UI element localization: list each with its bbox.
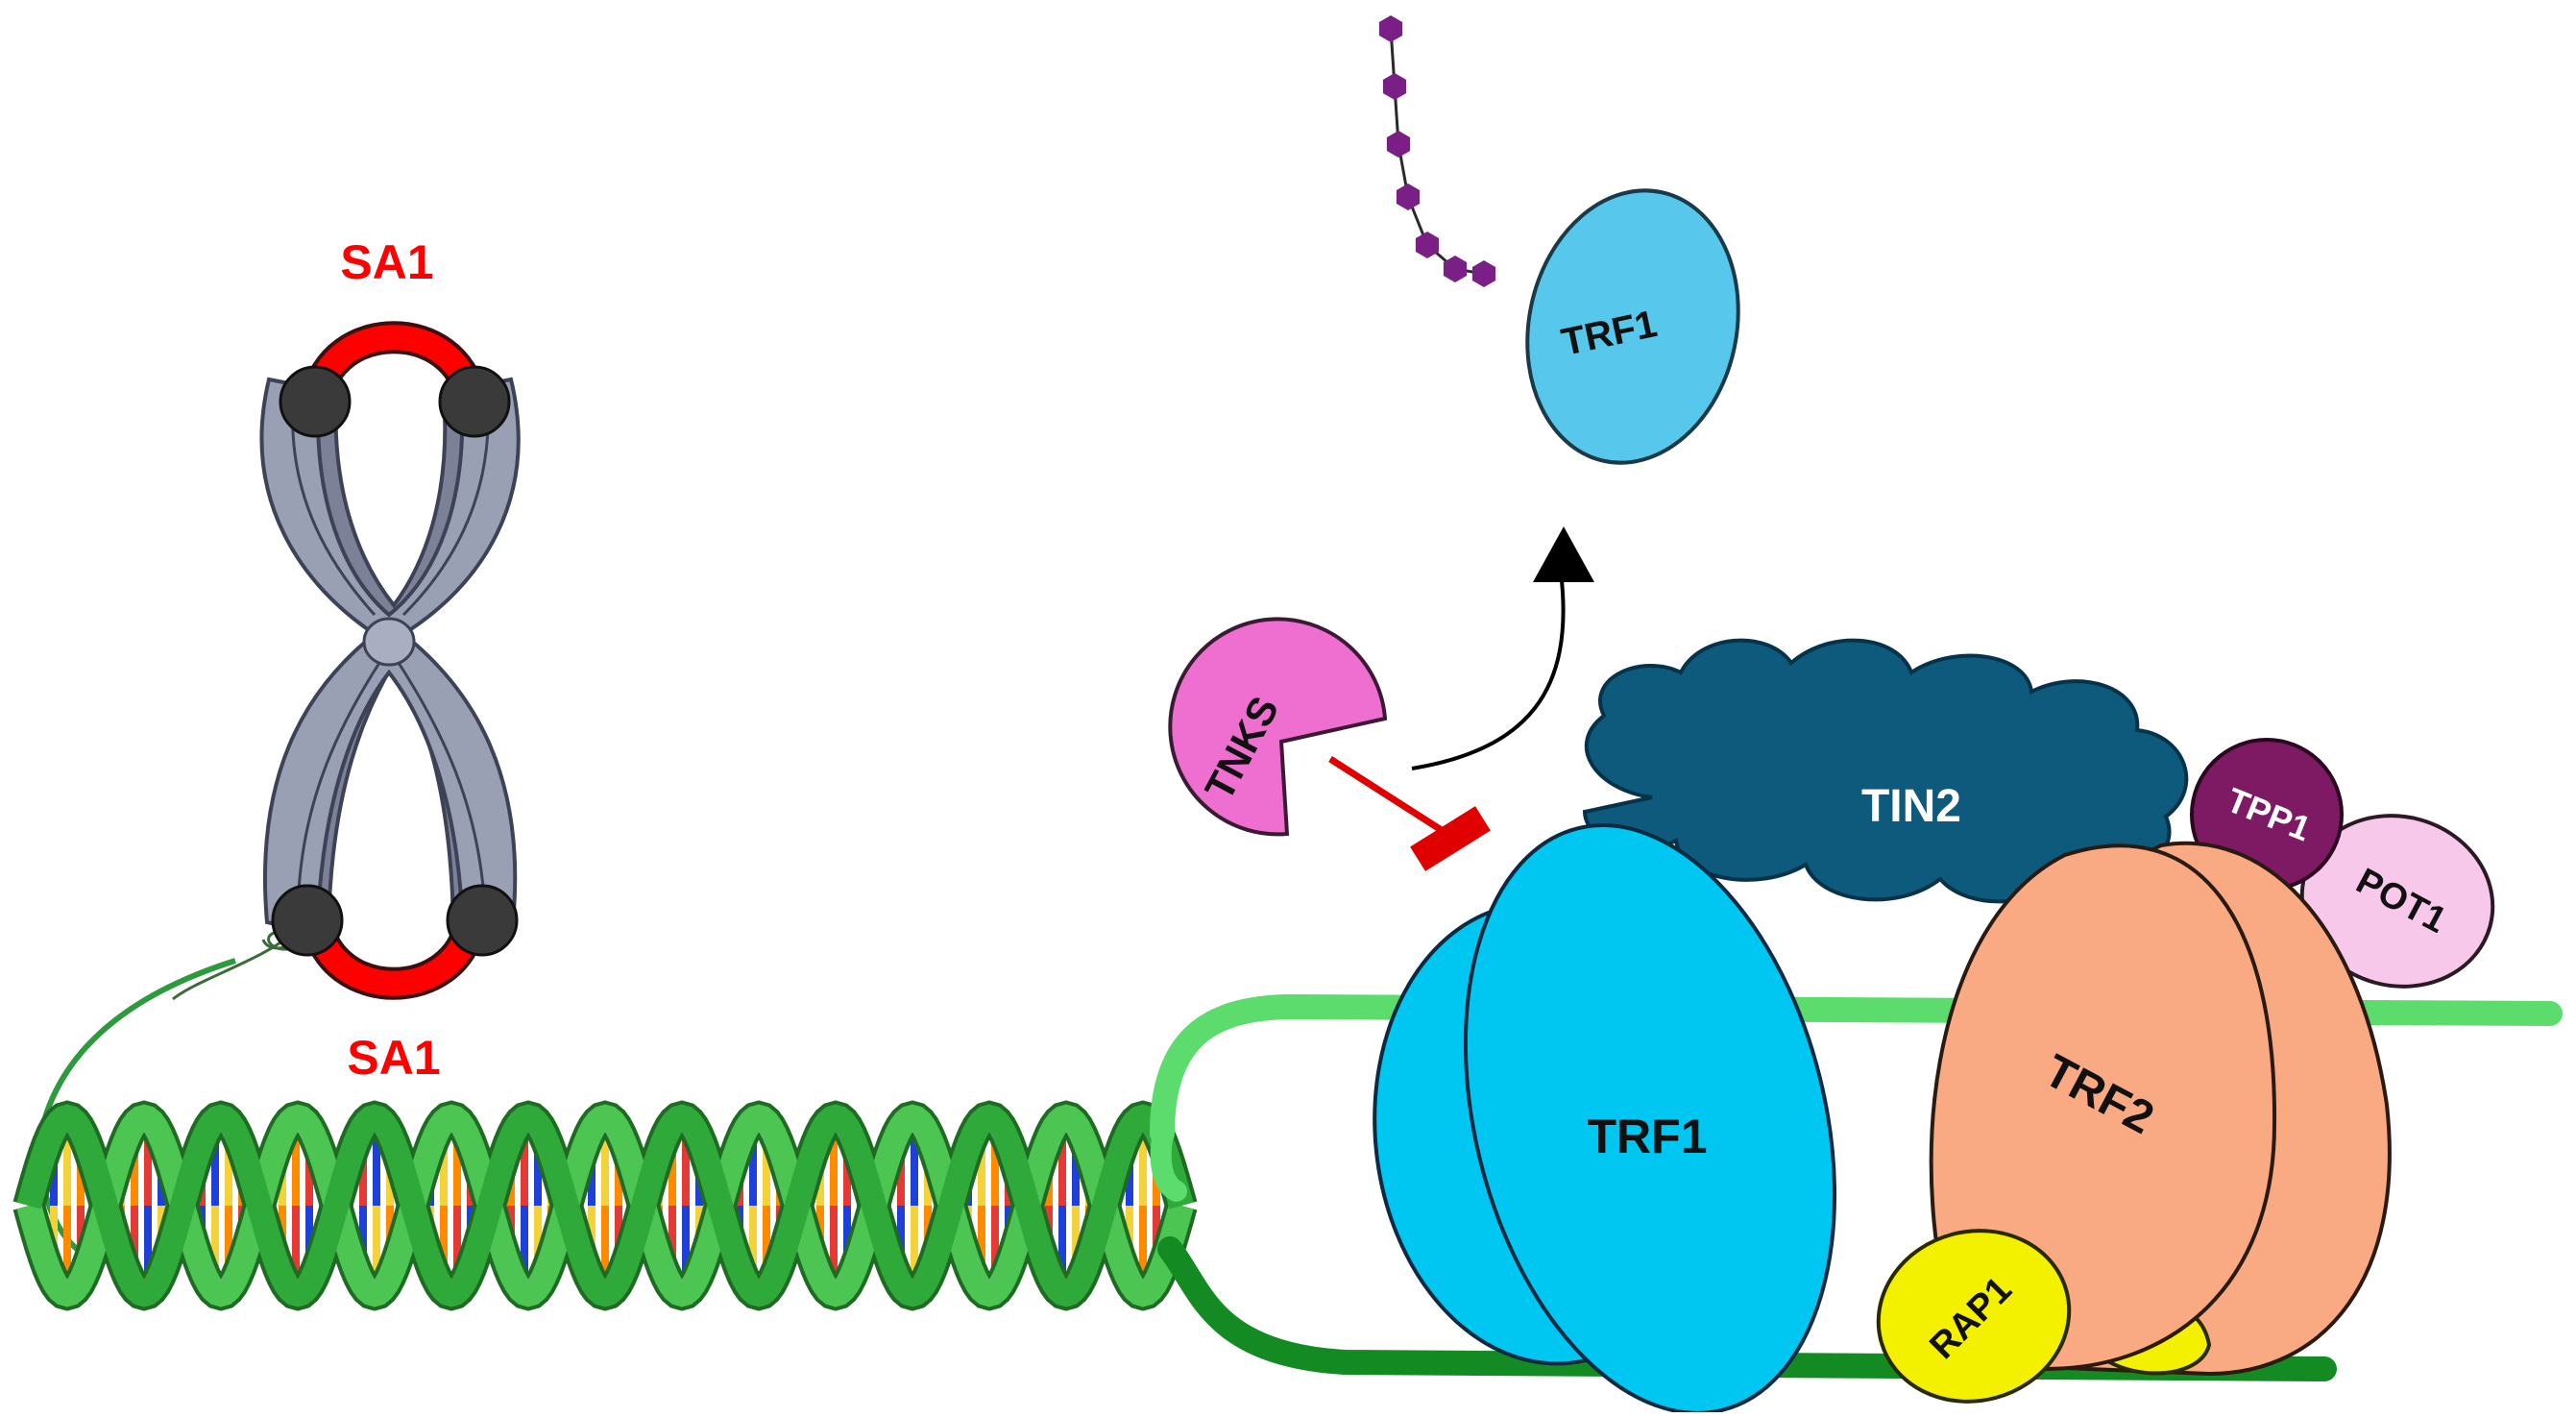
adp-ribose-unit: [1471, 260, 1496, 287]
arrowhead-icon: [1533, 526, 1594, 582]
sa1-bottom-label: SA1: [347, 1031, 440, 1085]
dna-backbone: [16, 1104, 1194, 1307]
inhibition-bar: [1410, 806, 1491, 871]
adp-ribose-unit: [1396, 183, 1421, 210]
dna-backbone: [16, 1104, 1194, 1307]
cohesin-bead: [271, 884, 344, 957]
adp-ribose-unit: [1415, 232, 1440, 258]
adp-ribose-unit: [1443, 256, 1468, 282]
trf1-released: [1525, 188, 1740, 465]
rap1-protein: [1876, 1229, 2072, 1404]
adp-ribose-unit: [1386, 131, 1411, 158]
dna-double-helix-icon: [12, 1100, 1198, 1311]
inhibition-line: [1328, 756, 1452, 839]
cohesin-bead: [279, 365, 352, 438]
par-chain-icon: [1378, 15, 1496, 287]
trf1-bound-label: TRF1: [1588, 1110, 1708, 1163]
adp-ribose-unit: [1382, 73, 1407, 100]
telomere-strand-light: [1150, 993, 2563, 1202]
sa1-top-label: SA1: [340, 235, 433, 289]
adp-ribose-unit: [1378, 15, 1403, 42]
tnks-protein: [1168, 617, 1388, 837]
chromosome-icon: [36, 321, 521, 1252]
cohesin-bead: [438, 365, 511, 438]
cohesin-bead: [446, 884, 519, 957]
tin2-label: TIN2: [1861, 781, 1961, 832]
tin2-protein: [1582, 638, 2189, 904]
trf1-bound: [1463, 823, 1837, 1415]
release-arrow: [1411, 571, 1566, 770]
telomere-strand-dark: [1157, 1236, 2337, 1381]
